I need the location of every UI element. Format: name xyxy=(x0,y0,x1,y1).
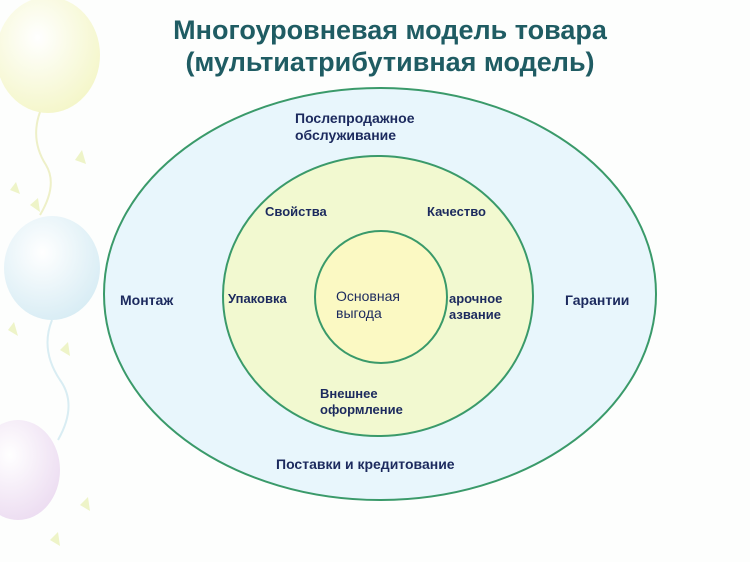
yellow-balloon-icon xyxy=(0,0,100,113)
blue-balloon-icon xyxy=(4,216,100,320)
core-line-2: выгода xyxy=(336,305,382,321)
design-line-1: Внешнее xyxy=(320,386,378,401)
purple-balloon-icon xyxy=(0,420,60,520)
title-line-2: (мультиатрибутивная модель) xyxy=(185,47,595,77)
middle-label-properties: Свойства xyxy=(265,204,327,219)
slide-title: Многоуровневая модель товара (мультиатри… xyxy=(90,14,690,78)
middle-label-packaging: Упаковка xyxy=(228,291,287,306)
title-line-1: Многоуровневая модель товара xyxy=(173,15,607,45)
outer-label-delivery-credit: Поставки и кредитование xyxy=(276,456,455,472)
middle-label-brand-name: арочное азвание xyxy=(449,291,502,323)
after-sales-line-2: обслуживание xyxy=(295,127,397,143)
outer-label-installation: Монтаж xyxy=(120,292,174,308)
brand-name-line-2: азвание xyxy=(449,307,501,322)
outer-label-after-sales-service: Послепродажное обслуживание xyxy=(295,110,414,144)
outer-label-warranty: Гарантии xyxy=(565,292,630,308)
design-line-2: оформление xyxy=(320,402,403,417)
core-label-core-benefit: Основная выгода xyxy=(336,288,400,322)
core-line-1: Основная xyxy=(336,288,400,304)
after-sales-line-1: Послепродажное xyxy=(295,110,415,126)
core-circle-core-benefit xyxy=(314,230,448,364)
brand-name-line-1: арочное xyxy=(449,291,503,306)
middle-label-quality: Качество xyxy=(427,204,486,219)
middle-label-design: Внешнее оформление xyxy=(320,386,403,418)
